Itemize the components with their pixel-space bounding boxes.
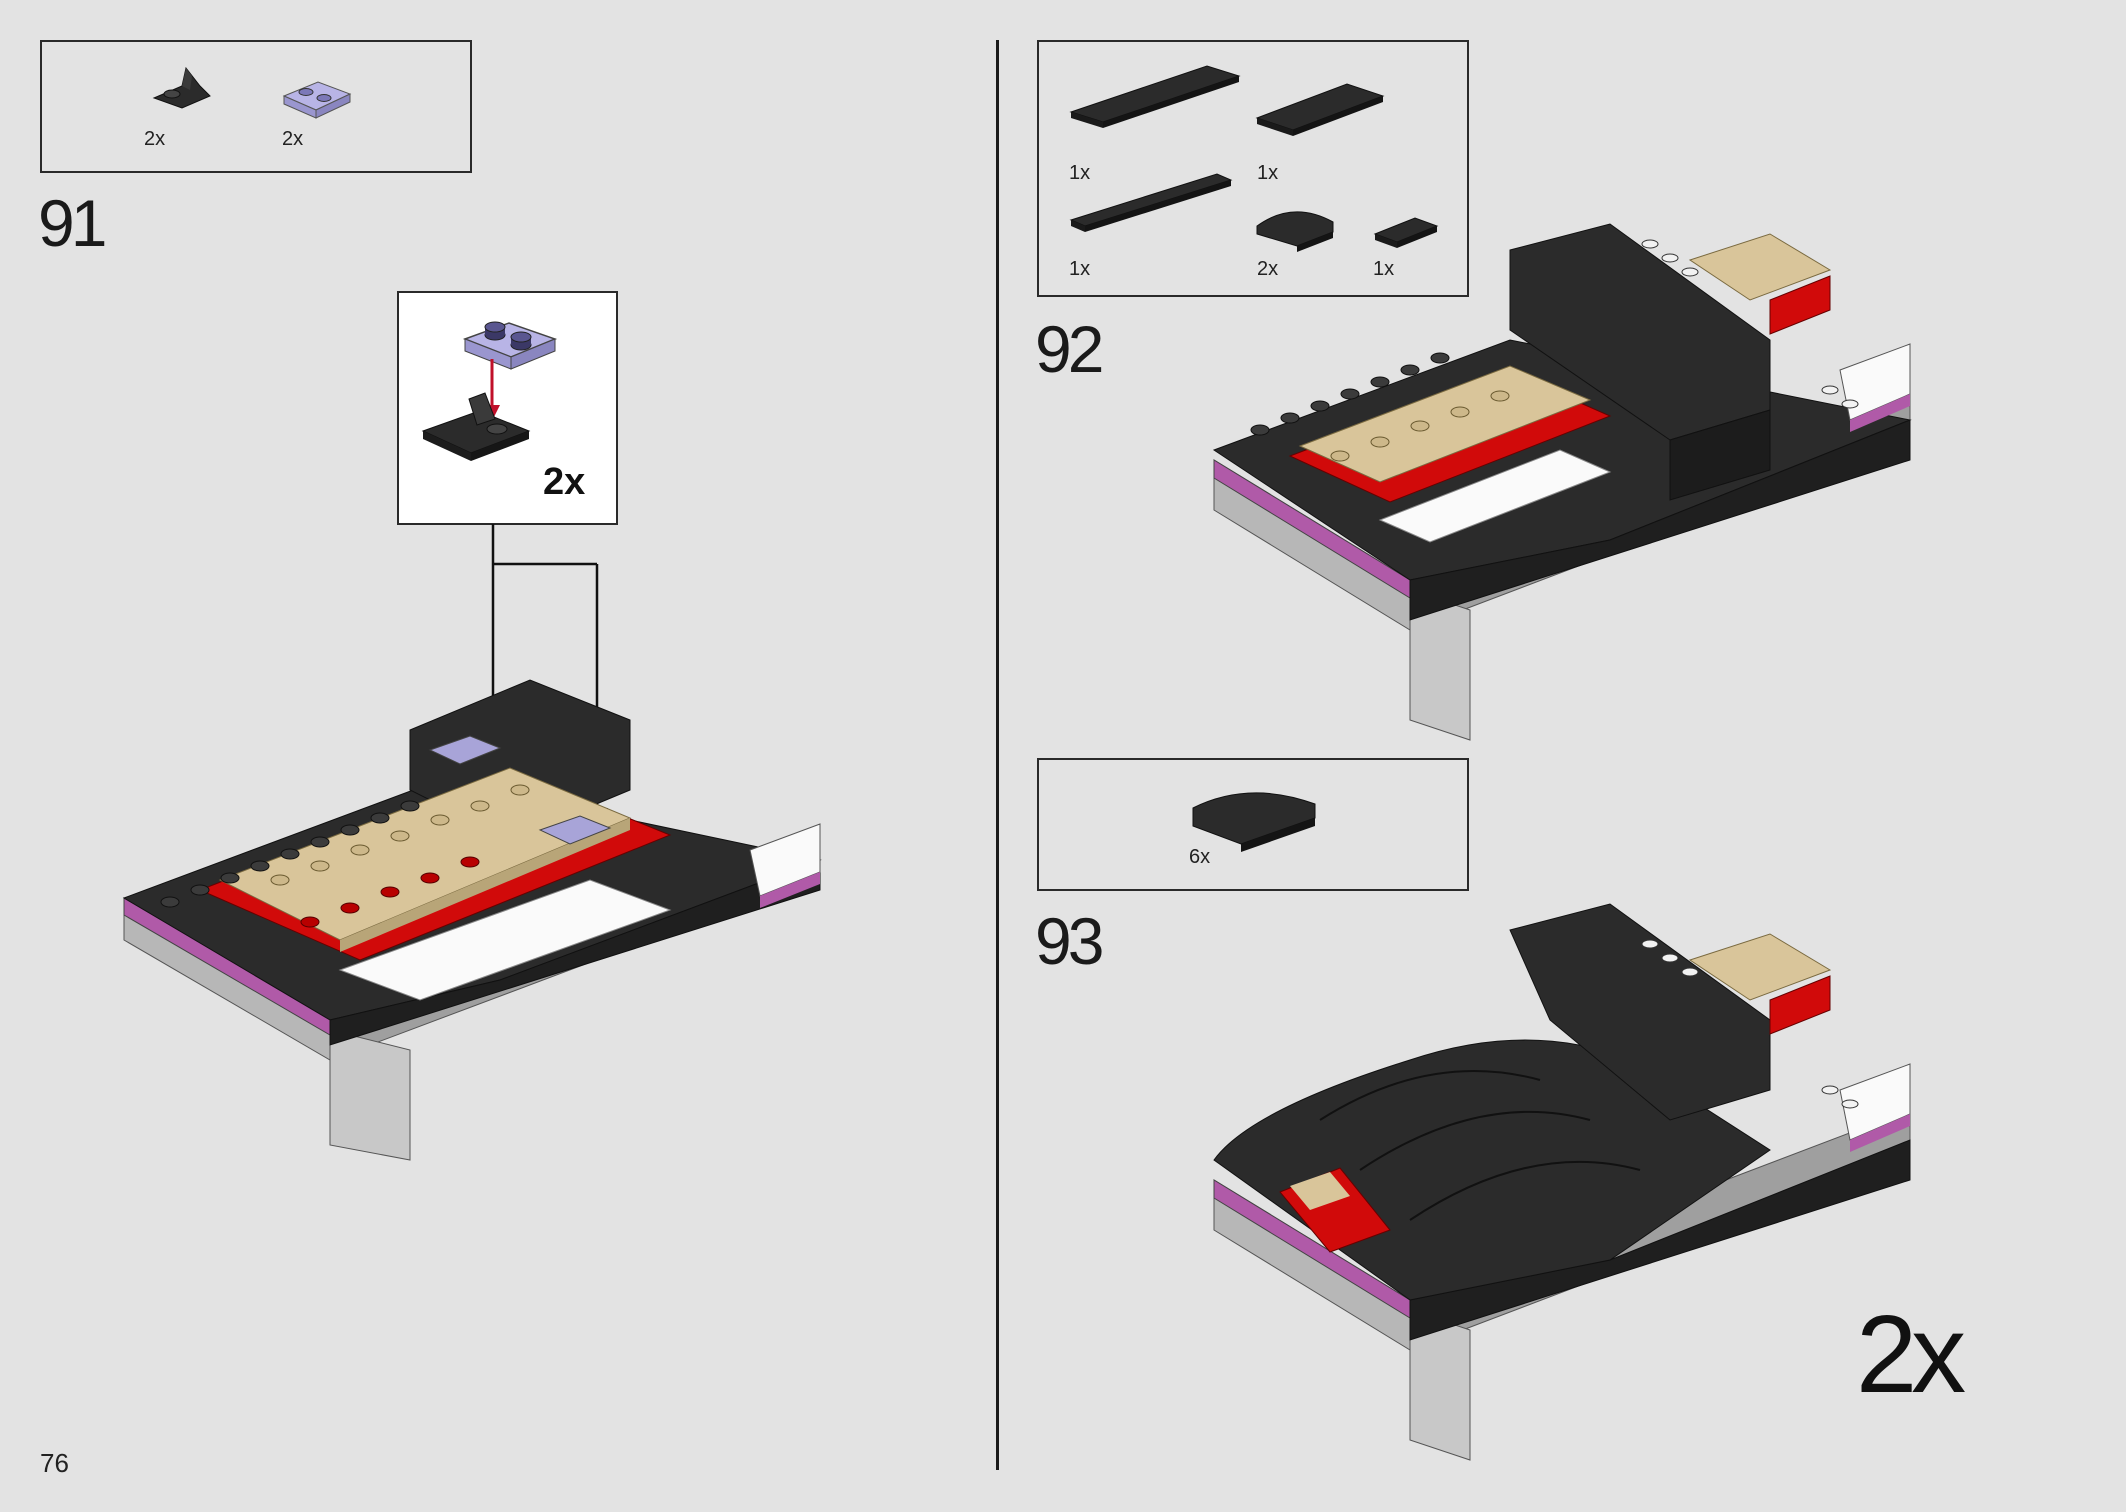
parts-list-step-92: 1x 1x 1x 2x 1x [1037, 40, 1469, 297]
black-bracket-plate-icon [152, 66, 211, 109]
black-bracket-plate-icon [421, 392, 531, 461]
parts-list-step-93: 6x [1037, 758, 1469, 891]
step-91-model [122, 679, 822, 1161]
part-qty: 1x [1373, 258, 1395, 280]
parts-list-step-91: 2x 2x [40, 40, 472, 173]
black-tile-medium-icon [1255, 83, 1385, 136]
black-tile-thin-long-icon [1069, 173, 1233, 232]
step-93-model [1213, 903, 1911, 1461]
callout-qty: 2x [543, 461, 586, 503]
page-number: 76 [40, 1448, 69, 1478]
part-qty: 2x [282, 128, 304, 150]
part-qty: 6x [1189, 846, 1211, 868]
black-tile-small-icon [1373, 217, 1439, 248]
page-divider [996, 40, 999, 1470]
step-number: 93 [1035, 904, 1104, 978]
black-curved-slope-icon [1256, 211, 1334, 252]
build-multiplier: 2x [1856, 1293, 1966, 1416]
black-curved-slope-large-icon [1192, 792, 1316, 852]
part-qty: 2x [1257, 258, 1279, 280]
sub-assembly-callout: 2x [397, 291, 618, 525]
black-tile-long-icon [1069, 65, 1241, 128]
trans-purple-plate-icon [462, 321, 558, 370]
part-qty: 1x [1257, 162, 1279, 184]
step-number: 92 [1035, 312, 1104, 386]
step-number: 91 [38, 186, 107, 260]
part-qty: 1x [1069, 162, 1091, 184]
part-qty: 1x [1069, 258, 1091, 280]
part-qty: 2x [144, 128, 166, 150]
step-92-model [1212, 223, 1912, 741]
trans-purple-plate-1x2-icon [282, 81, 352, 119]
